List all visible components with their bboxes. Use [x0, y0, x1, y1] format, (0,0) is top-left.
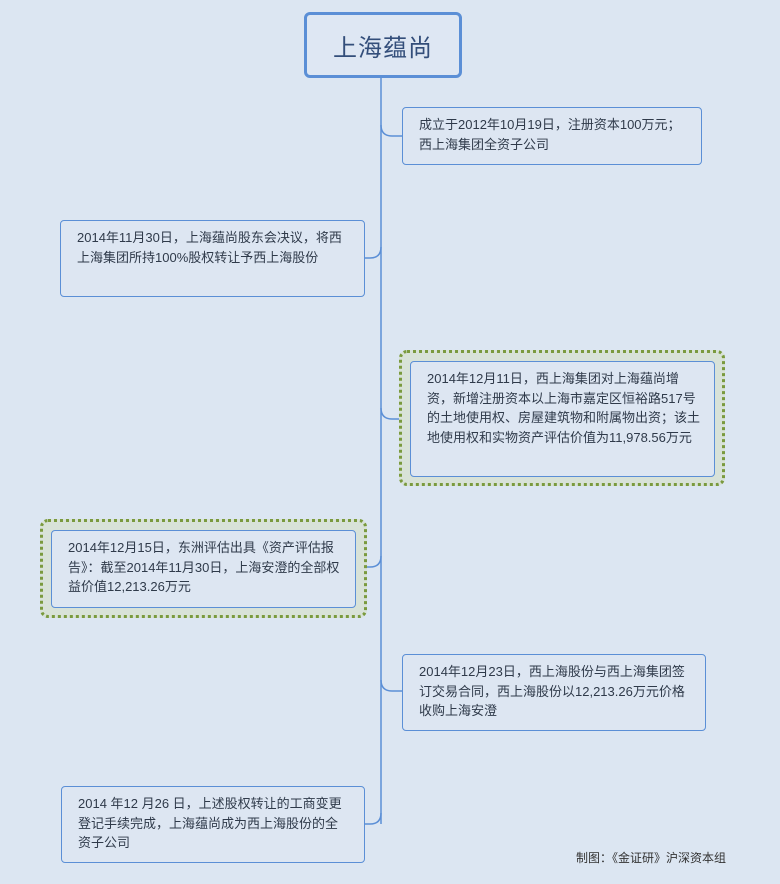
node-valuation-report[interactable]: 2014年12月15日，东洲评估出具《资产评估报告》：截至2014年11月30日… — [51, 530, 356, 608]
node-text: 成立于2012年10月19日，注册资本100万元；西上海集团全资子公司 — [419, 117, 681, 152]
node-founding[interactable]: 成立于2012年10月19日，注册资本100万元；西上海集团全资子公司 — [402, 107, 702, 165]
node-registration-complete[interactable]: 2014 年12 月26 日，上述股权转让的工商变更登记手续完成，上海蕴尚成为西… — [61, 786, 365, 863]
branch-n3 — [380, 407, 410, 420]
branch-n6 — [364, 812, 382, 825]
branch-n4 — [356, 555, 382, 568]
node-text: 2014年11月30日，上海蕴尚股东会决议，将西上海集团所持100%股权转让予西… — [77, 230, 342, 265]
branch-n2 — [364, 246, 382, 259]
node-transaction-contract[interactable]: 2014年12月23日，西上海股份与西上海集团签订交易合同，西上海股份以12,2… — [402, 654, 706, 731]
root-topic[interactable]: 上海蕴尚 — [304, 12, 462, 78]
root-title: 上海蕴尚 — [333, 34, 433, 62]
node-shareholder-resolution[interactable]: 2014年11月30日，上海蕴尚股东会决议，将西上海集团所持100%股权转让予西… — [60, 220, 365, 297]
branch-n1 — [380, 124, 402, 137]
node-text: 2014年12月15日，东洲评估出具《资产评估报告》：截至2014年11月30日… — [68, 540, 340, 594]
node-text: 2014年12月11日，西上海集团对上海蕴尚增资，新增注册资本以上海市嘉定区恒裕… — [427, 371, 701, 445]
node-text: 2014年12月23日，西上海股份与西上海集团签订交易合同，西上海股份以12,2… — [419, 664, 685, 718]
node-text: 2014 年12 月26 日，上述股权转让的工商变更登记手续完成，上海蕴尚成为西… — [78, 796, 342, 850]
credit-text: 制图：《金证研》沪深资本组 — [576, 851, 727, 865]
node-capital-increase[interactable]: 2014年12月11日，西上海集团对上海蕴尚增资，新增注册资本以上海市嘉定区恒裕… — [410, 361, 715, 477]
branch-n5 — [380, 679, 402, 692]
